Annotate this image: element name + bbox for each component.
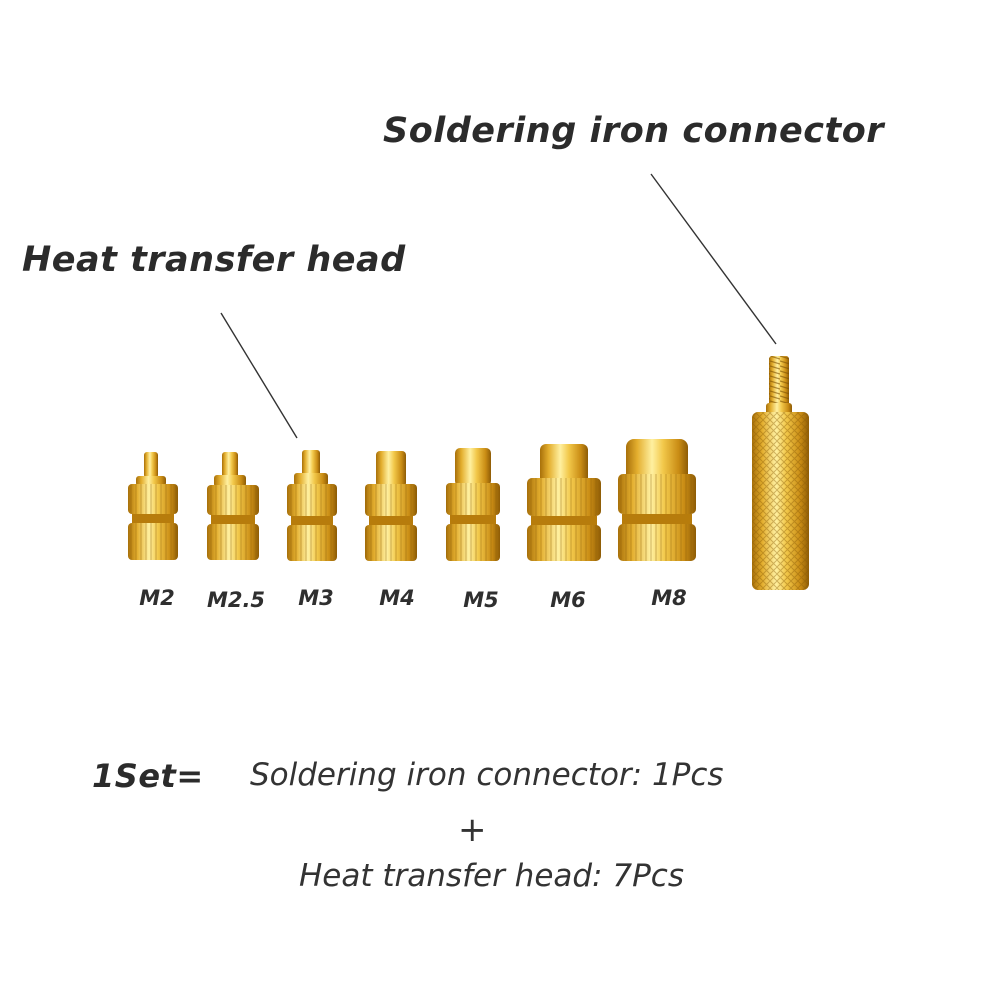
heat-transfer-head-m5 <box>446 448 500 561</box>
size-label-m8: M8 <box>651 586 687 610</box>
soldering-iron-connector <box>752 356 809 590</box>
heat-transfer-head-m2_5 <box>207 452 259 560</box>
size-label-m4: M4 <box>379 586 415 610</box>
size-label-m2: M2 <box>139 586 175 610</box>
heat-head-title: Heat transfer head <box>22 240 406 280</box>
size-label-m5: M5 <box>463 588 499 612</box>
connector-callout-line <box>650 173 777 345</box>
heat-transfer-head-m8 <box>618 439 696 561</box>
head-callout-line <box>220 312 298 439</box>
heat-transfer-head-m6 <box>527 444 601 561</box>
set-plus: + <box>458 810 487 850</box>
set-line-connector: Soldering iron connector: 1Pcs <box>250 757 724 793</box>
heat-transfer-head-m2 <box>128 452 178 560</box>
heat-transfer-head-m4 <box>365 451 417 561</box>
size-label-m2_5: M2.5 <box>206 588 266 612</box>
connector-title: Soldering iron connector <box>383 111 885 151</box>
size-label-m3: M3 <box>298 586 334 610</box>
heat-transfer-head-m3 <box>287 450 337 561</box>
set-prefix: 1Set= <box>92 757 204 795</box>
set-line-heads: Heat transfer head: 7Pcs <box>299 858 684 894</box>
size-label-m6: M6 <box>550 588 586 612</box>
